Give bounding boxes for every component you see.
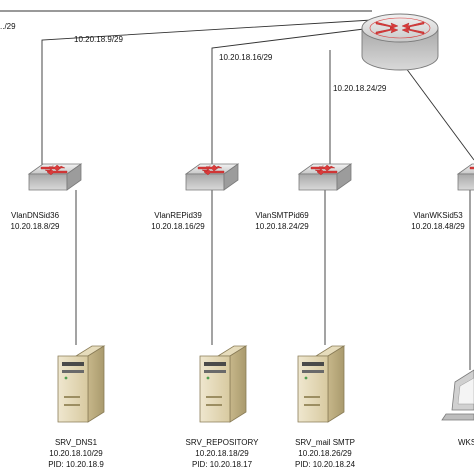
server-ip-repo: 10.20.18.18/29 bbox=[195, 449, 249, 458]
server-name-smtp: SRV_mail SMTP bbox=[295, 438, 355, 447]
switch-subnet-dns: 10.20.18.8/29 bbox=[10, 222, 60, 231]
switch-icon-dns bbox=[28, 163, 82, 191]
switch-name-wks: VlanWKSid53 bbox=[413, 211, 463, 220]
server-pid-dns: PID: 10.20.18.9 bbox=[48, 460, 104, 469]
server-icon-smtp bbox=[297, 345, 345, 425]
server-icon-repo bbox=[199, 345, 247, 425]
switch-icon-repo bbox=[185, 163, 239, 191]
server-name-dns: SRV_DNS1 bbox=[54, 438, 98, 447]
link-router-repo-switch bbox=[211, 27, 373, 165]
server-pid-smtp: PID: 10.20.18.24 bbox=[294, 460, 356, 469]
server-icon-dns bbox=[57, 345, 105, 425]
switch-icon-wks bbox=[457, 163, 474, 191]
switch-name-dns: VlanDNSid36 bbox=[10, 211, 60, 220]
switch-name-smtp: VlanSMTPid69 bbox=[255, 211, 309, 220]
router-icon bbox=[361, 13, 439, 71]
switch-name-repo: VlanREPid39 bbox=[154, 211, 202, 220]
workstation-name: WKS bbox=[458, 438, 474, 447]
switch-subnet-wks: 10.20.18.48/29 bbox=[411, 222, 465, 231]
link-router-dns-switch bbox=[41, 19, 373, 165]
link-label-repo: 10.20.18.16/29 bbox=[219, 53, 273, 62]
server-name-repo: SRV_REPOSITORY bbox=[185, 438, 259, 447]
link-label-dns: 10.20.18.9/29 bbox=[74, 35, 123, 44]
server-ip-dns: 10.20.18.10/29 bbox=[49, 449, 103, 458]
switch-subnet-repo: 10.20.18.16/29 bbox=[151, 222, 205, 231]
connection-lines bbox=[0, 10, 474, 370]
switch-icon-smtp bbox=[298, 163, 352, 191]
switch-subnet-smtp: 10.20.18.24/29 bbox=[255, 222, 309, 231]
link-label-smtp: 10.20.18.24/29 bbox=[333, 84, 387, 93]
workstation-icon bbox=[441, 369, 474, 421]
link-label-top-left: ../29 bbox=[0, 22, 16, 31]
server-ip-smtp: 10.20.18.26/29 bbox=[298, 449, 352, 458]
link-router-wks-switch bbox=[399, 59, 474, 161]
server-pid-repo: PID: 10.20.18.17 bbox=[191, 460, 253, 469]
